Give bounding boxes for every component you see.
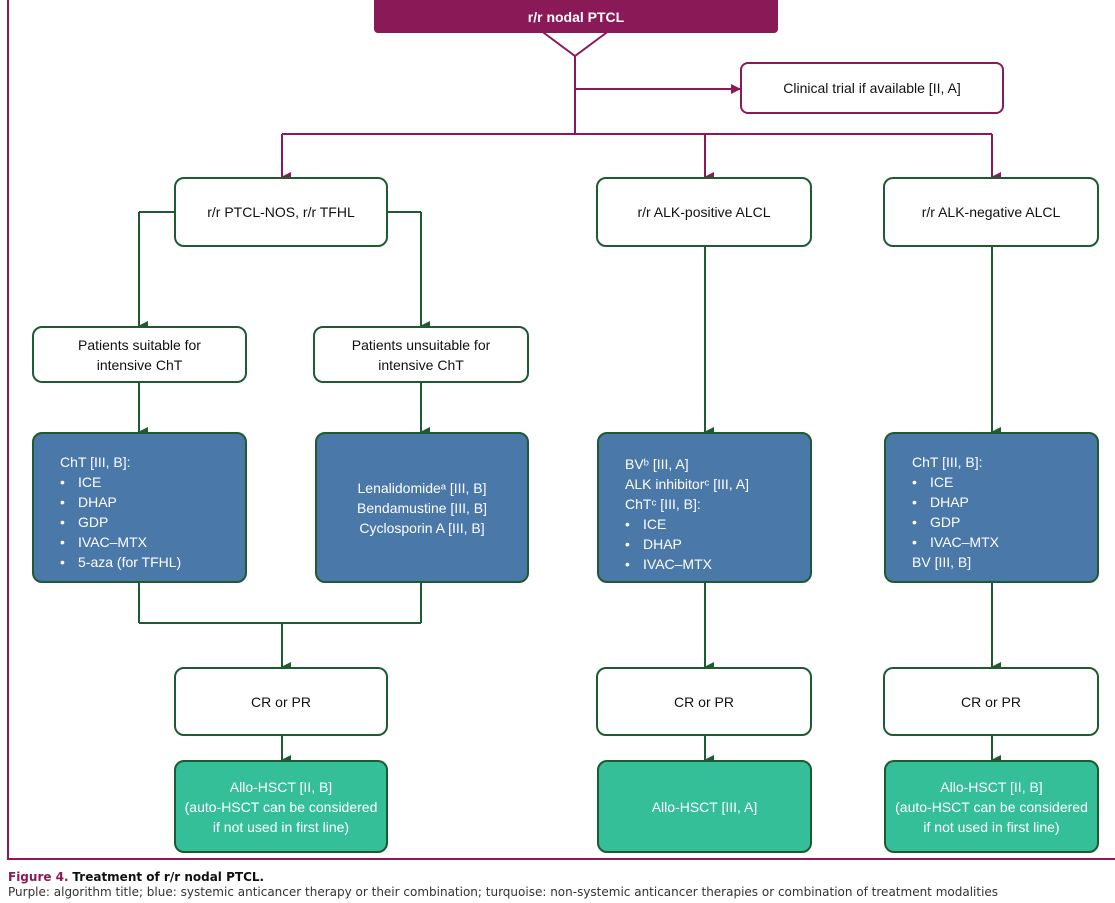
alk-positive-item: DHAP: [625, 534, 749, 554]
alk-positive-line2: ALK inhibitorᶜ [III, A]: [625, 476, 750, 492]
nonintensive-treatment-box: Lenalidomideᵃ [III, B] Bendamustine [III…: [315, 432, 529, 583]
alk-negative-header: ChT [III, B]:: [912, 454, 983, 470]
outcome-left-line3: if not used in first line): [212, 818, 350, 835]
branch-ptcl-nos-label: r/r PTCL-NOS, r/r TFHL: [207, 204, 355, 220]
patients-suitable-line1: Patients suitable for: [78, 336, 201, 353]
intensive-cht-list: ICE DHAP GDP IVAC–MTX 5-aza (for TFHL): [60, 472, 181, 572]
response-label: CR or PR: [251, 693, 311, 710]
response-box-right: CR or PR: [883, 667, 1099, 736]
alk-negative-item: ICE: [912, 472, 999, 492]
outcome-right-line3: if not used in first line): [923, 818, 1060, 835]
clinical-trial-text: Clinical trial if available [II, A]: [783, 80, 961, 96]
response-box-left: CR or PR: [174, 667, 388, 736]
nonintensive-line2: Bendamustine [III, B]: [357, 499, 487, 516]
intensive-cht-header: ChT [III, B]:: [60, 454, 131, 470]
alk-negative-treatment-box: ChT [III, B]: ICE DHAP GDP IVAC–MTX BV […: [884, 432, 1099, 583]
outcome-box-right: Allo-HSCT [II, B] (auto-HSCT can be cons…: [884, 760, 1099, 853]
alk-negative-item: IVAC–MTX: [912, 532, 999, 552]
algorithm-title: r/r nodal PTCL: [374, 0, 778, 33]
nonintensive-line1: Lenalidomideᵃ [III, B]: [357, 479, 487, 496]
branch-alk-positive: r/r ALK-positive ALCL: [596, 177, 812, 247]
nonintensive-line3: Cyclosporin A [III, B]: [359, 519, 485, 536]
outcome-left-line1: Allo-HSCT [II, B]: [229, 778, 333, 795]
alk-positive-treatment-box: BVᵇ [III, A] ALK inhibitorᶜ [III, A] ChT…: [597, 432, 812, 583]
alk-negative-item: DHAP: [912, 492, 999, 512]
caption-description: Purple: algorithm title; blue: systemic …: [8, 885, 999, 899]
alk-positive-item: ICE: [625, 514, 749, 534]
patients-unsuitable-line2: intensive ChT: [378, 356, 464, 373]
outcome-right-line2: (auto-HSCT can be considered: [895, 798, 1088, 815]
branch-alk-positive-label: r/r ALK-positive ALCL: [637, 204, 771, 220]
alk-negative-list: ICE DHAP GDP IVAC–MTX: [912, 472, 999, 552]
response-box-middle: CR or PR: [596, 667, 812, 736]
green-connectors: [138, 211, 1001, 765]
clinical-trial-box: Clinical trial if available [II, A]: [740, 62, 1004, 114]
alk-positive-line1: BVᵇ [III, A]: [625, 456, 689, 472]
caption-title: Treatment of r/r nodal PTCL.: [72, 870, 265, 884]
outcome-middle-text: Allo-HSCT [III, A]: [651, 798, 758, 815]
branch-alk-negative: r/r ALK-negative ALCL: [883, 177, 1099, 247]
caption-label: Figure 4.: [8, 870, 69, 884]
branch-ptcl-nos: r/r PTCL-NOS, r/r TFHL: [174, 177, 388, 247]
intensive-cht-item: IVAC–MTX: [60, 532, 181, 552]
intensive-cht-item: 5-aza (for TFHL): [60, 552, 181, 572]
response-label: CR or PR: [961, 693, 1021, 710]
alk-positive-list: ICE DHAP IVAC–MTX: [625, 514, 749, 574]
purple-connectors: [281, 29, 1001, 182]
outcome-left-line2: (auto-HSCT can be considered: [184, 798, 378, 815]
response-label: CR or PR: [674, 693, 734, 710]
outcome-box-left: Allo-HSCT [II, B] (auto-HSCT can be cons…: [174, 760, 388, 853]
outcome-box-middle: Allo-HSCT [III, A]: [597, 760, 812, 853]
branch-alk-negative-label: r/r ALK-negative ALCL: [921, 204, 1061, 220]
patients-unsuitable-box: Patients unsuitable for intensive ChT: [313, 326, 529, 383]
patients-suitable-line2: intensive ChT: [96, 356, 183, 373]
intensive-cht-item: ICE: [60, 472, 181, 492]
algorithm-title-text: r/r nodal PTCL: [527, 8, 625, 25]
alk-positive-line3: ChTᶜ [III, B]:: [625, 496, 701, 512]
outcome-right-line1: Allo-HSCT [II, B]: [940, 778, 1043, 795]
alk-positive-item: IVAC–MTX: [625, 554, 749, 574]
alk-negative-footer: BV [III, B]: [912, 554, 972, 570]
patients-unsuitable-line1: Patients unsuitable for: [351, 336, 491, 353]
intensive-cht-item: DHAP: [60, 492, 181, 512]
alk-negative-item: GDP: [912, 512, 999, 532]
intensive-cht-box: ChT [III, B]: ICE DHAP GDP IVAC–MTX 5-az…: [32, 432, 247, 583]
intensive-cht-item: GDP: [60, 512, 181, 532]
patients-suitable-box: Patients suitable for intensive ChT: [32, 326, 247, 383]
figure-caption: Figure 4. Treatment of r/r nodal PTCL. P…: [8, 870, 1108, 900]
